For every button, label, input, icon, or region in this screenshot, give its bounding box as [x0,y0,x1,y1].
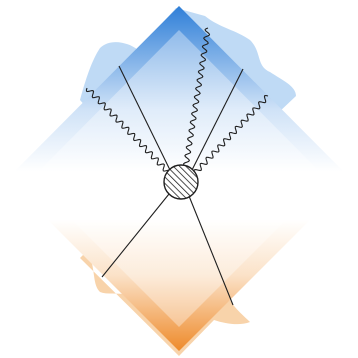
central-interaction-blob [164,165,198,199]
